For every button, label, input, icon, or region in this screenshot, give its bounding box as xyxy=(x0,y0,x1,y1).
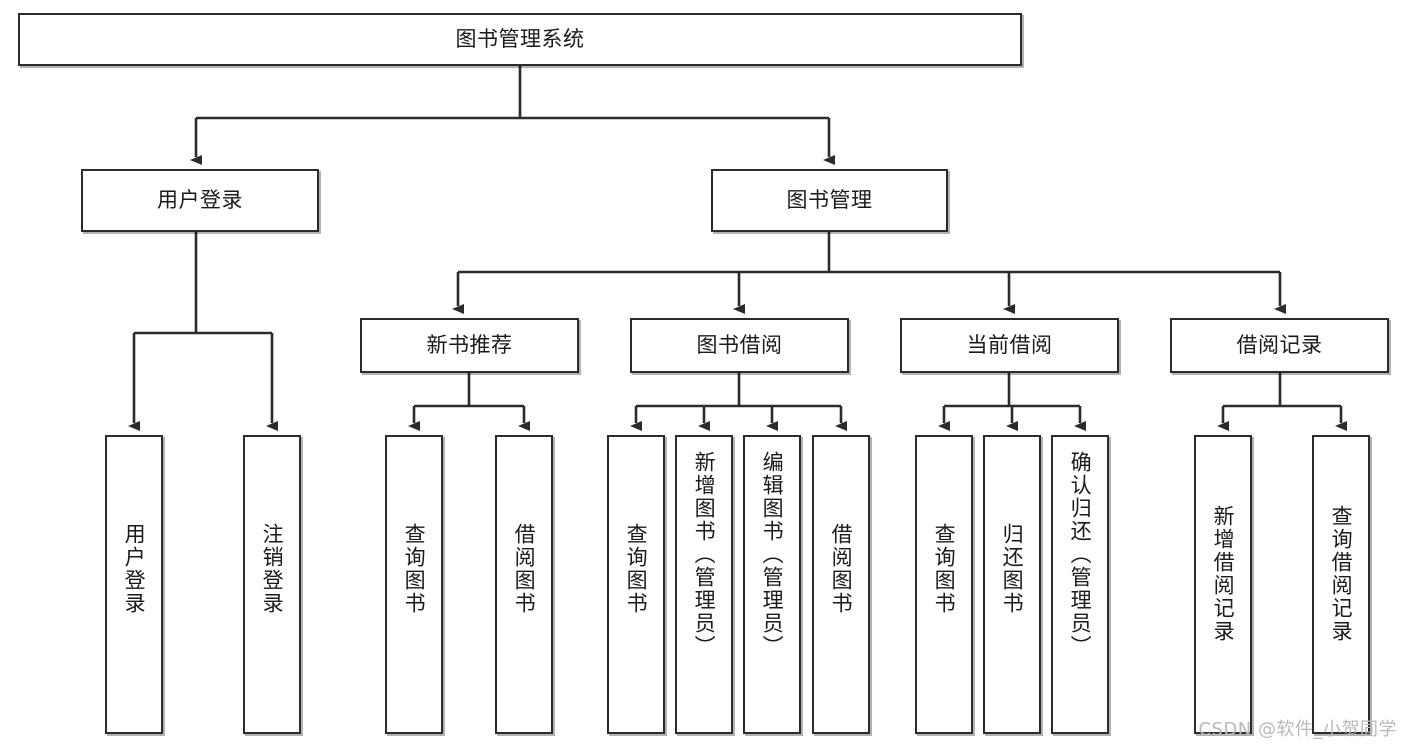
node-user-login[interactable]: 用户登录 xyxy=(81,169,319,232)
leaf-borrow-add-book[interactable]: 新增图书（管理员） xyxy=(675,435,733,734)
node-book-borrow[interactable]: 图书借阅 xyxy=(630,318,849,373)
leaf-record-add-label: 新增借阅记录 xyxy=(1211,505,1236,643)
node-new-book-recommend[interactable]: 新书推荐 xyxy=(360,318,579,373)
leaf-borrow-add-book-label: 新增图书（管理员） xyxy=(692,451,717,658)
leaf-new-book-borrow-label: 借阅图书 xyxy=(512,523,537,615)
node-borrow-record[interactable]: 借阅记录 xyxy=(1170,318,1389,373)
leaf-record-add[interactable]: 新增借阅记录 xyxy=(1194,435,1252,734)
leaf-current-query-book[interactable]: 查询图书 xyxy=(915,435,973,734)
node-new-book-recommend-label: 新书推荐 xyxy=(426,333,513,358)
node-current-borrow-label: 当前借阅 xyxy=(966,333,1053,358)
leaf-record-query-label: 查询借阅记录 xyxy=(1329,505,1354,643)
leaf-current-confirm-return-label: 确认归还（管理员） xyxy=(1068,451,1093,658)
leaf-borrow-borrow-book-label: 借阅图书 xyxy=(829,523,854,615)
leaf-current-confirm-return[interactable]: 确认归还（管理员） xyxy=(1051,435,1109,734)
leaf-current-query-book-label: 查询图书 xyxy=(932,523,957,615)
node-book-management[interactable]: 图书管理 xyxy=(711,169,948,232)
leaf-borrow-edit-book[interactable]: 编辑图书（管理员） xyxy=(743,435,801,734)
node-root[interactable]: 图书管理系统 xyxy=(18,13,1022,66)
leaf-borrow-query-book-label: 查询图书 xyxy=(624,523,649,615)
leaf-logout[interactable]: 注销登录 xyxy=(243,435,301,734)
node-book-management-label: 图书管理 xyxy=(786,188,873,213)
leaf-borrow-edit-book-label: 编辑图书（管理员） xyxy=(760,451,785,658)
node-user-login-label: 用户登录 xyxy=(157,188,243,213)
leaf-new-book-borrow[interactable]: 借阅图书 xyxy=(495,435,553,734)
leaf-new-book-query-label: 查询图书 xyxy=(402,523,427,615)
leaf-logout-label: 注销登录 xyxy=(260,523,285,615)
watermark-text: CSDN @软件_小贺同学 xyxy=(1198,719,1397,740)
leaf-record-query[interactable]: 查询借阅记录 xyxy=(1312,435,1370,734)
node-current-borrow[interactable]: 当前借阅 xyxy=(900,318,1119,373)
leaf-user-login[interactable]: 用户登录 xyxy=(105,435,163,734)
leaf-user-login-label: 用户登录 xyxy=(122,523,147,615)
node-root-label: 图书管理系统 xyxy=(455,27,585,52)
leaf-borrow-query-book[interactable]: 查询图书 xyxy=(607,435,665,734)
leaf-current-return-book[interactable]: 归还图书 xyxy=(983,435,1041,734)
node-borrow-record-label: 借阅记录 xyxy=(1236,333,1323,358)
leaf-current-return-book-label: 归还图书 xyxy=(1000,523,1025,615)
leaf-new-book-query[interactable]: 查询图书 xyxy=(385,435,443,734)
leaf-borrow-borrow-book[interactable]: 借阅图书 xyxy=(812,435,870,734)
node-book-borrow-label: 图书借阅 xyxy=(696,333,783,358)
